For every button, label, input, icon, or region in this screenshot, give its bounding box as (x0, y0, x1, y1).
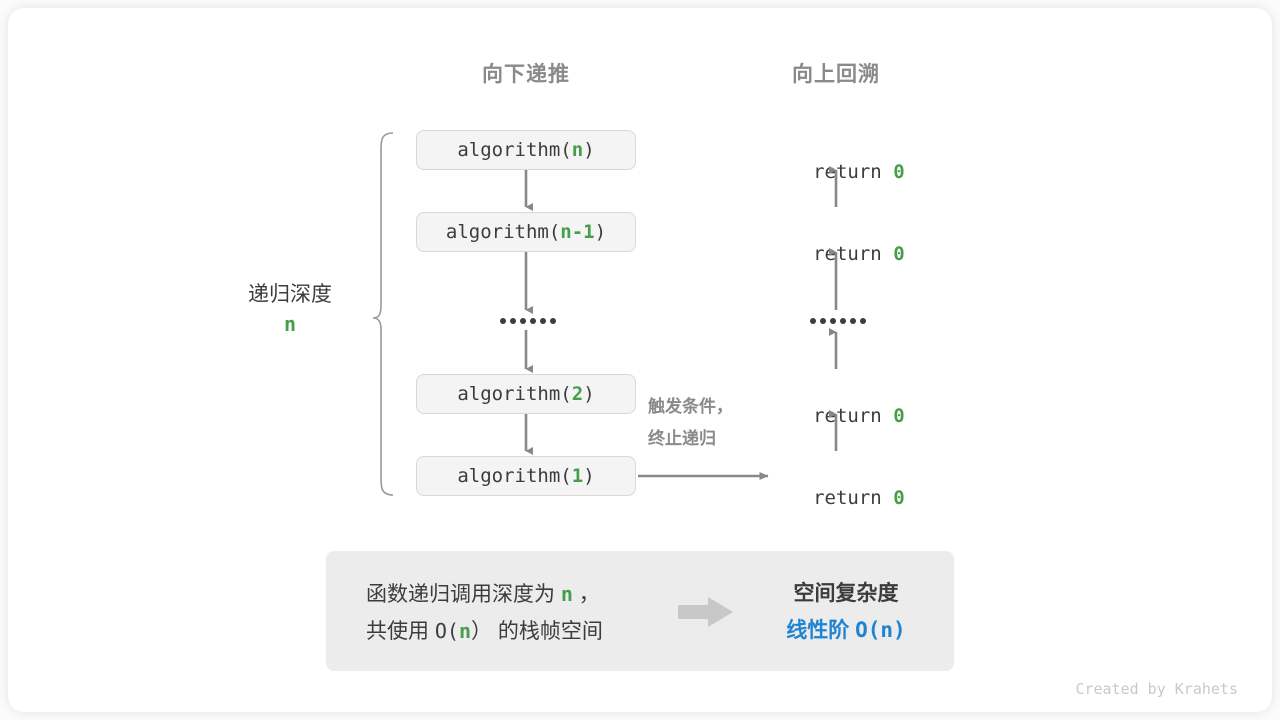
call-box-1: algorithm(1) (416, 456, 636, 496)
trigger-condition-line2: 终止递归 (648, 429, 716, 448)
call-box-suffix: ) (583, 383, 595, 405)
call-box-arg: n (571, 139, 584, 161)
summary-conclusion-value: 线性阶 O(n) (756, 612, 936, 649)
ellipsis-dot (520, 318, 526, 324)
call-box-suffix: ) (583, 139, 595, 161)
return-value: 0 (893, 243, 905, 265)
summary-line2-bigo: O( (434, 619, 459, 643)
ellipsis-dot (550, 318, 556, 324)
call-box-suffix: ) (594, 221, 607, 243)
ellipsis-dot (860, 318, 866, 324)
call-stack-ellipsis (500, 318, 556, 324)
summary-description-line2: 共使用 O(n） 的栈帧空间 (366, 613, 603, 650)
summary-line1-variable: n (560, 582, 573, 606)
column-header-recurse-down: 向下递推 (482, 63, 570, 86)
trigger-condition-note: 触发条件， 终止递归 (648, 391, 733, 455)
call-box-n: algorithm(n) (416, 130, 636, 170)
summary-description: 函数递归调用深度为 n ， 共使用 O(n） 的栈帧空间 (366, 576, 603, 650)
return-value: 0 (893, 487, 905, 509)
return-value: 0 (893, 405, 905, 427)
call-box-2: algorithm(2) (416, 374, 636, 414)
ellipsis-dot (530, 318, 536, 324)
recursion-depth-variable: n (283, 312, 297, 336)
call-box-prefix: algorithm( (457, 139, 572, 161)
return-ellipsis (810, 318, 866, 324)
summary-panel: 函数递归调用深度为 n ， 共使用 O(n） 的栈帧空间 空间复杂度 线性阶 O… (326, 551, 954, 671)
summary-line2-text-b: 的栈帧空间 (491, 620, 603, 643)
call-box-arg: 1 (571, 465, 584, 487)
ellipsis-dot (840, 318, 846, 324)
recursion-depth-text: 递归深度 (248, 283, 332, 306)
return-keyword: return (813, 243, 894, 265)
block-arrow-right-icon (678, 597, 733, 627)
call-box-n-minus-1: algorithm(n-1) (416, 212, 636, 252)
call-box-suffix: ) (583, 465, 595, 487)
column-header-return-up: 向上回溯 (792, 63, 880, 86)
ellipsis-dot (830, 318, 836, 324)
call-box-prefix: algorithm( (445, 221, 561, 243)
summary-complexity-zh: 线性阶 (786, 619, 856, 642)
call-box-prefix: algorithm( (457, 465, 572, 487)
summary-line2-close: ） (470, 620, 492, 643)
summary-line2-variable: n (458, 619, 471, 643)
ellipsis-dot (540, 318, 546, 324)
trigger-condition-line1: 触发条件， (648, 397, 733, 416)
summary-conclusion: 空间复杂度 线性阶 O(n) (756, 576, 936, 649)
summary-complexity-notation: O(n) (855, 618, 906, 642)
summary-description-line1: 函数递归调用深度为 n ， (366, 576, 603, 613)
credit-text: Created by Krahets (1075, 680, 1238, 698)
call-box-arg: 2 (571, 383, 584, 405)
call-box-arg: n-1 (560, 221, 595, 243)
summary-line1-text-b: ， (572, 583, 600, 606)
ellipsis-dot (820, 318, 826, 324)
summary-line2-text-a: 共使用 (366, 620, 435, 643)
ellipsis-dot (510, 318, 516, 324)
return-keyword: return (813, 405, 894, 427)
summary-conclusion-title: 空间复杂度 (793, 582, 899, 605)
return-keyword: return (813, 487, 894, 509)
return-keyword: return (813, 161, 894, 183)
recursion-depth-label: 递归深度 n (200, 280, 380, 338)
ellipsis-dot (810, 318, 816, 324)
return-text-top: return 0 (736, 139, 936, 205)
summary-line1-text-a: 函数递归调用深度为 (366, 583, 561, 606)
return-text-second: return 0 (736, 221, 936, 287)
return-text-third: return 0 (736, 383, 936, 449)
call-box-prefix: algorithm( (457, 383, 572, 405)
return-text-bottom: return 0 (736, 465, 936, 531)
return-value: 0 (893, 161, 905, 183)
ellipsis-dot (850, 318, 856, 324)
ellipsis-dot (500, 318, 506, 324)
